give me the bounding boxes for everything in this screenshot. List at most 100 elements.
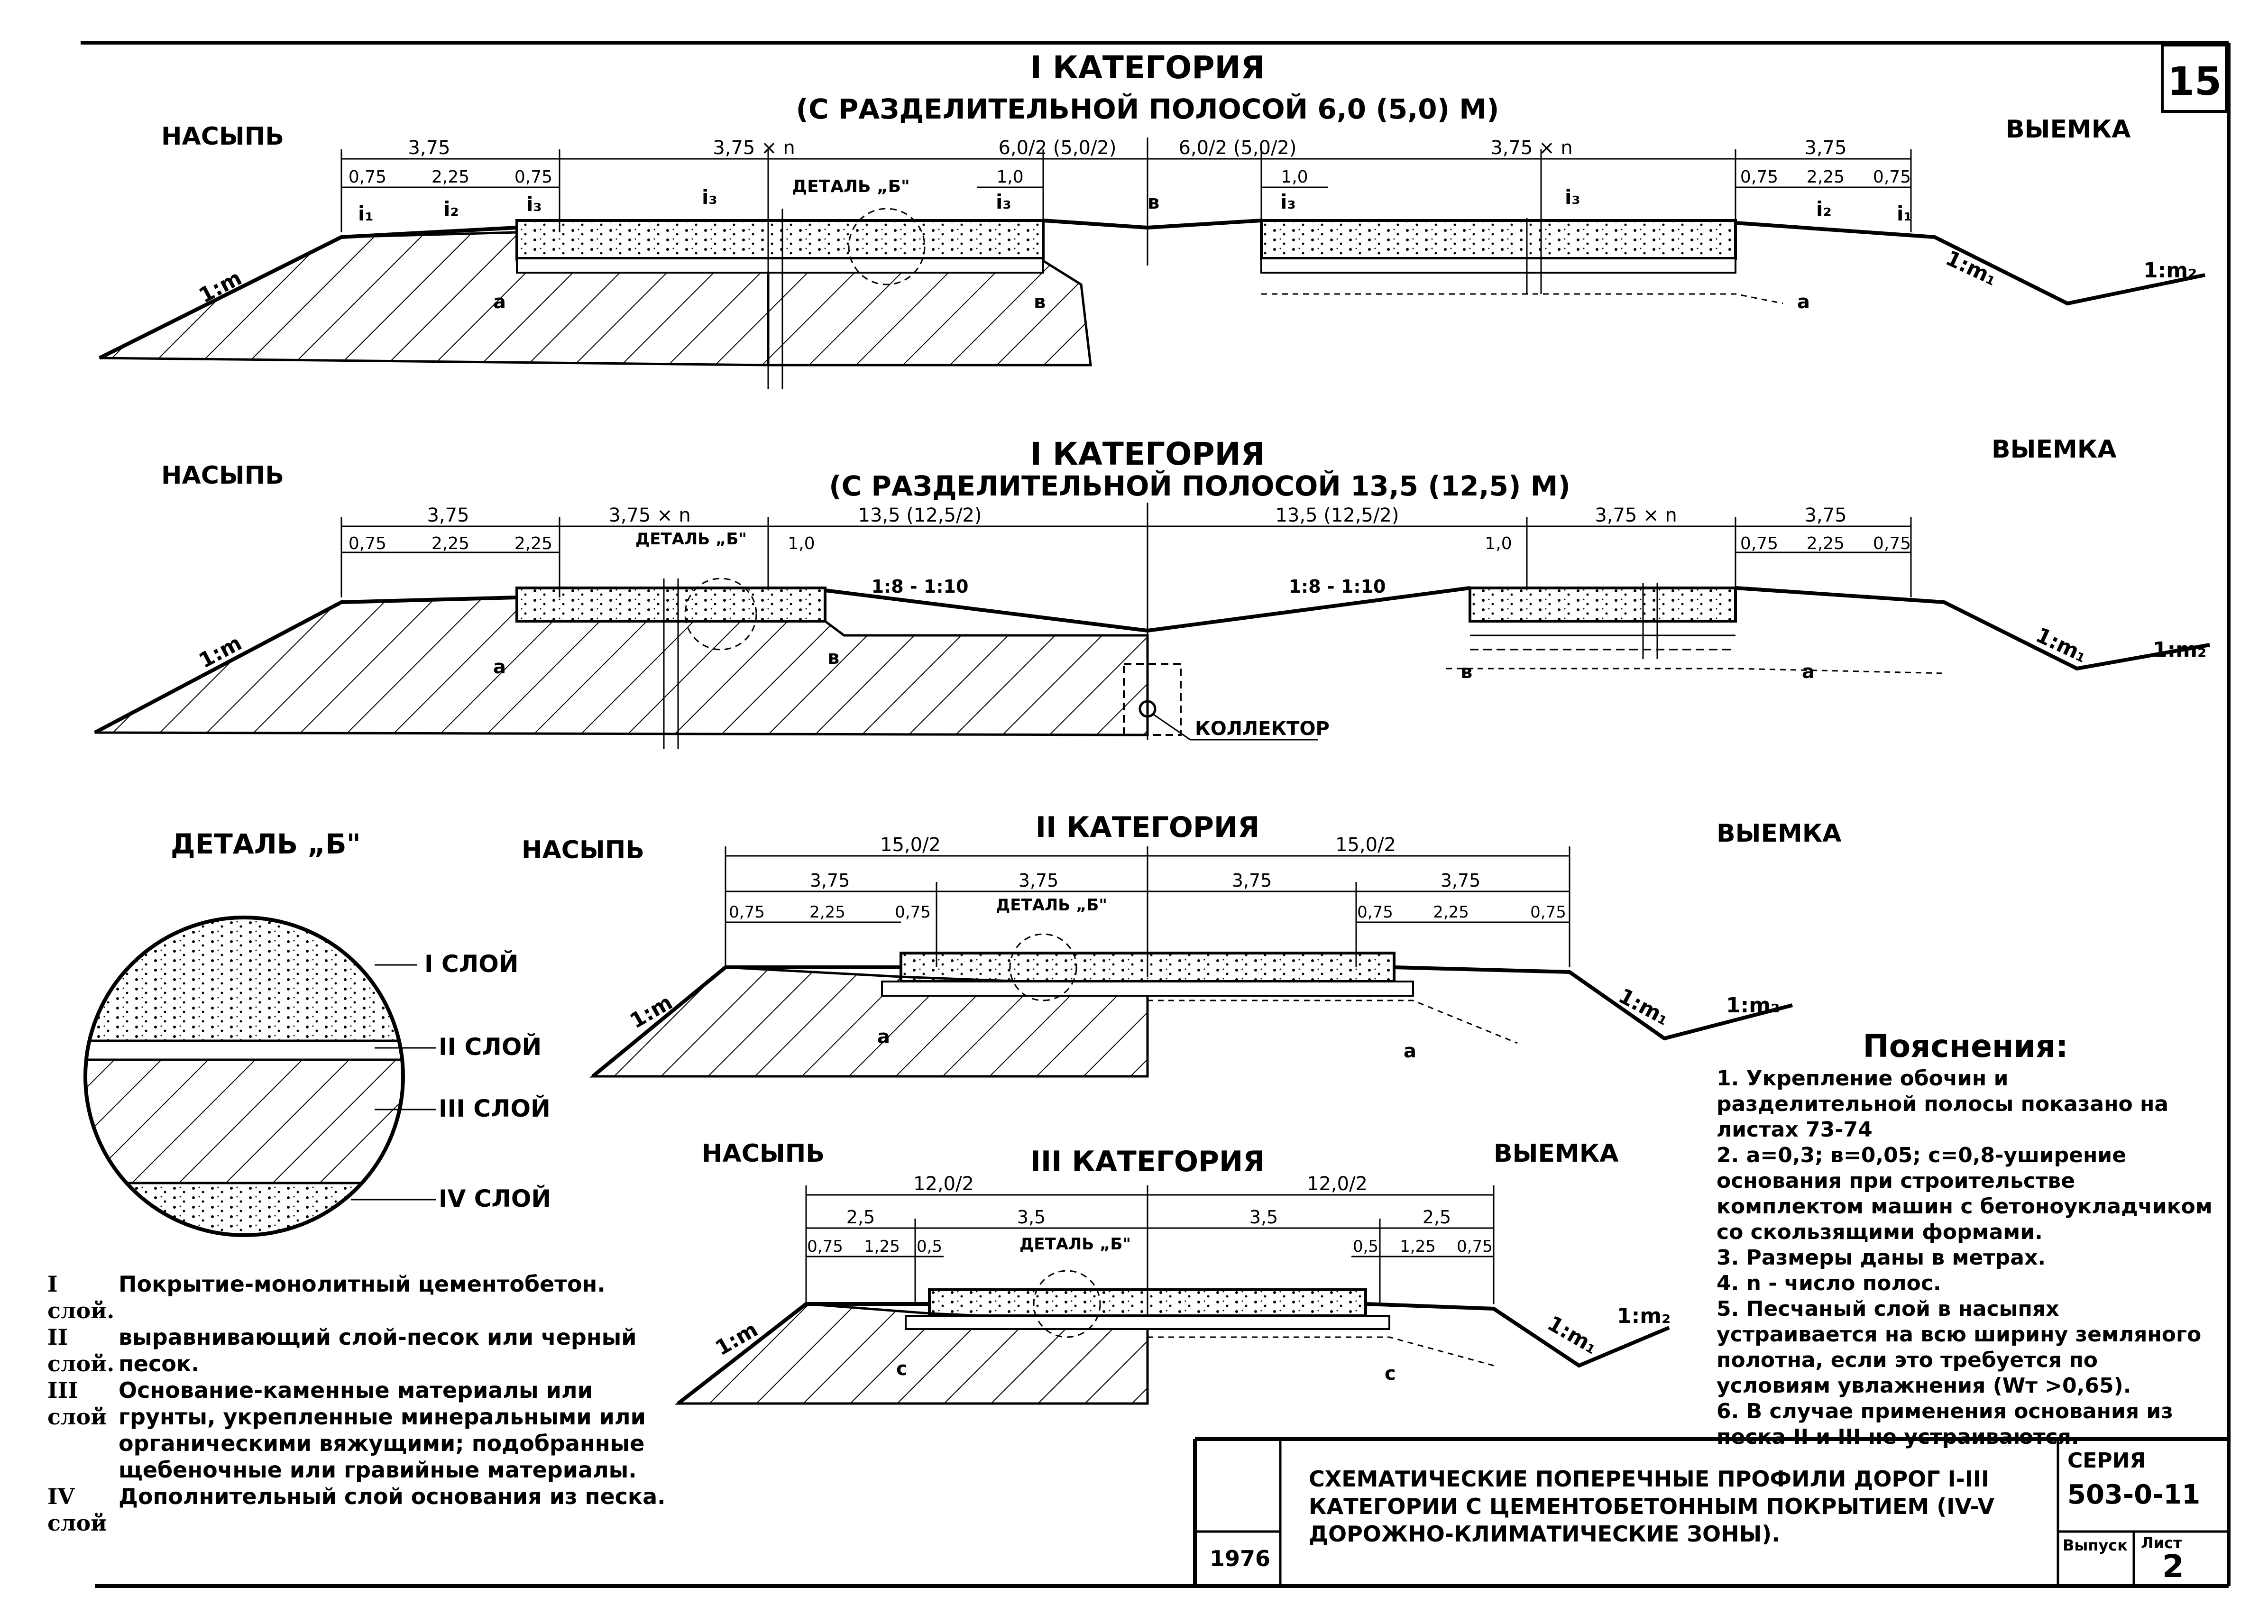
svg-text:6,0/2 (5,0/2): 6,0/2 (5,0/2) bbox=[1178, 137, 1296, 159]
svg-text:i₁: i₁ bbox=[1897, 202, 1912, 225]
svg-text:2,25: 2,25 bbox=[809, 903, 845, 922]
series-label: СЕРИЯ bbox=[2067, 1449, 2146, 1473]
svg-text:0,75: 0,75 bbox=[1873, 167, 1911, 187]
profile-1-pavement-left bbox=[515, 219, 1045, 260]
svg-text:3,5: 3,5 bbox=[1017, 1207, 1046, 1228]
note-item: 6. В случае применения основания из песк… bbox=[1717, 1399, 2173, 1449]
profile-4-right-label: ВЫЕМКА bbox=[1494, 1139, 1619, 1168]
svg-text:1:m₂: 1:m₂ bbox=[1617, 1304, 1671, 1328]
profile-1-title: I КАТЕГОРИЯ bbox=[1030, 49, 1265, 86]
legend-row: II слой. выравнивающий слой-песок или че… bbox=[47, 1324, 637, 1376]
svg-text:1:8 - 1:10: 1:8 - 1:10 bbox=[1289, 576, 1386, 597]
svg-text:I СЛОЙ: I СЛОЙ bbox=[424, 950, 519, 978]
svg-text:0,75: 0,75 bbox=[349, 534, 386, 553]
svg-text:i₂: i₂ bbox=[1816, 197, 1832, 220]
profile-1-pavement-right bbox=[1260, 219, 1737, 260]
svg-text:2,25: 2,25 bbox=[1433, 903, 1469, 922]
svg-text:a: a bbox=[493, 291, 506, 313]
profile-2-detail: ДЕТАЛЬ „Б" bbox=[635, 530, 747, 549]
svg-text:2,5: 2,5 bbox=[846, 1207, 875, 1228]
svg-text:2,25: 2,25 bbox=[514, 534, 552, 553]
profile-3-dims: 15,0/2 15,0/2 3,75 3,75 3,75 3,75 0,75 2… bbox=[729, 834, 1566, 922]
svg-text:1:m₂: 1:m₂ bbox=[2153, 638, 2206, 662]
svg-text:0,75: 0,75 bbox=[1740, 167, 1778, 187]
profile-2: I КАТЕГОРИЯ (С РАЗДЕЛИТЕЛЬНОЙ ПОЛОСОЙ 13… bbox=[94, 435, 2210, 749]
svg-text:a: a bbox=[1802, 661, 1815, 683]
svg-text:2,25: 2,25 bbox=[1807, 167, 1845, 187]
title-block-year: 1976 bbox=[1209, 1546, 1271, 1571]
svg-text:1:m₁: 1:m₁ bbox=[1543, 1311, 1602, 1359]
profile-2-title: I КАТЕГОРИЯ bbox=[1030, 436, 1265, 472]
svg-text:3,75: 3,75 bbox=[408, 137, 450, 159]
svg-text:0,75: 0,75 bbox=[1873, 534, 1911, 553]
svg-text:3,75 × n: 3,75 × n bbox=[608, 505, 690, 526]
svg-text:3,75 × n: 3,75 × n bbox=[1595, 505, 1677, 526]
svg-text:0,75: 0,75 bbox=[895, 903, 931, 922]
svg-text:1,0: 1,0 bbox=[788, 534, 815, 553]
svg-text:1,0: 1,0 bbox=[1281, 167, 1308, 187]
sheet-number: 15 bbox=[2167, 59, 2222, 104]
profile-2-pavement-left bbox=[515, 587, 826, 623]
notes-heading: Пояснения: bbox=[1863, 1028, 2068, 1064]
svg-text:a: a bbox=[493, 656, 506, 678]
profile-1-dims: 3,75 3,75 × n 6,0/2 (5,0/2) 6,0/2 (5,0/2… bbox=[349, 137, 1911, 187]
profile-1-right-label: ВЫЕМКА bbox=[2006, 115, 2131, 144]
svg-text:2,25: 2,25 bbox=[432, 534, 469, 553]
profile-3-left-label: НАСЫПЬ bbox=[522, 836, 644, 864]
profile-4-pavement bbox=[928, 1288, 1367, 1317]
svg-text:12,0/2: 12,0/2 bbox=[913, 1173, 974, 1195]
note-item: 1. Укрепление обочин и разделительной по… bbox=[1717, 1066, 2169, 1142]
profile-2-left-label: НАСЫПЬ bbox=[161, 461, 284, 490]
svg-text:1:m₂: 1:m₂ bbox=[1726, 993, 1780, 1018]
svg-text:13,5 (12,5/2): 13,5 (12,5/2) bbox=[1276, 505, 1399, 526]
detail-b-circle bbox=[83, 916, 405, 1237]
svg-text:15,0/2: 15,0/2 bbox=[1335, 834, 1396, 856]
legend-row: IV слой Дополнительный слой основания из… bbox=[47, 1484, 666, 1536]
svg-text:1,25: 1,25 bbox=[864, 1237, 900, 1256]
layer-legend: I слой. Покрытие-монолитный цементобетон… bbox=[47, 1271, 688, 1536]
svg-text:в: в bbox=[1148, 192, 1159, 213]
svg-text:2,25: 2,25 bbox=[1807, 534, 1845, 553]
profile-2-right-label: ВЫЕМКА bbox=[1992, 435, 2117, 464]
svg-text:i₃: i₃ bbox=[996, 190, 1011, 213]
svg-text:3,75: 3,75 bbox=[1804, 505, 1846, 526]
profile-3: II КАТЕГОРИЯ НАСЫПЬ ВЫЕМКА 15,0/2 15,0/2… bbox=[522, 811, 1842, 1078]
svg-text:III СЛОЙ: III СЛОЙ bbox=[439, 1094, 551, 1122]
svg-text:3,75: 3,75 bbox=[1804, 137, 1846, 159]
svg-text:12,0/2: 12,0/2 bbox=[1307, 1173, 1368, 1195]
svg-text:i₃: i₃ bbox=[702, 185, 717, 209]
profile-2-pavement-right bbox=[1469, 587, 1737, 623]
note-item: 3. Размеры даны в метрах. bbox=[1717, 1246, 2046, 1270]
svg-text:3,5: 3,5 bbox=[1249, 1207, 1278, 1228]
svg-text:2,5: 2,5 bbox=[1423, 1207, 1451, 1228]
legend-row: I слой. Покрытие-монолитный цементобетон… bbox=[47, 1271, 606, 1323]
svg-text:i₁: i₁ bbox=[358, 202, 374, 225]
svg-text:0,75: 0,75 bbox=[349, 167, 386, 187]
profile-3-title: II КАТЕГОРИЯ bbox=[1036, 811, 1260, 844]
sheet-value: 2 bbox=[2162, 1548, 2184, 1585]
sheet-label: Лист bbox=[2141, 1534, 2182, 1552]
svg-text:3,75: 3,75 bbox=[810, 870, 850, 891]
title-block-title: СХЕМАТИЧЕСКИЕ ПОПЕРЕЧНЫЕ ПРОФИЛИ ДОРОГ I… bbox=[1309, 1466, 1995, 1547]
svg-text:13,5 (12,5/2): 13,5 (12,5/2) bbox=[858, 505, 982, 526]
svg-text:II СЛОЙ: II СЛОЙ bbox=[439, 1033, 542, 1061]
legend-row: III слой Основание-каменные материалы ил… bbox=[47, 1377, 646, 1483]
svg-text:3,75: 3,75 bbox=[1019, 870, 1059, 891]
profile-4-left-label: НАСЫПЬ bbox=[702, 1139, 825, 1168]
detail-b-title: ДЕТАЛЬ „Б" bbox=[171, 828, 361, 860]
svg-text:1:m₁: 1:m₁ bbox=[1942, 246, 2001, 291]
svg-text:в: в bbox=[1034, 291, 1046, 313]
svg-text:1:8 - 1:10: 1:8 - 1:10 bbox=[872, 576, 969, 597]
profile-2-collector: КОЛЛЕКТОР bbox=[1195, 718, 1330, 740]
profile-1: I КАТЕГОРИЯ (С РАЗДЕЛИТЕЛЬНОЙ ПОЛОСОЙ 6,… bbox=[99, 49, 2205, 389]
svg-text:0,75: 0,75 bbox=[514, 167, 552, 187]
profile-3-pavement bbox=[900, 952, 1396, 983]
profile-4-dims: 12,0/2 12,0/2 2,5 3,5 3,5 2,5 0,75 1,25 … bbox=[807, 1173, 1493, 1256]
svg-text:3,75: 3,75 bbox=[427, 505, 469, 526]
svg-text:i₃: i₃ bbox=[526, 193, 542, 216]
svg-text:0,75: 0,75 bbox=[807, 1237, 843, 1256]
svg-text:3,75 × n: 3,75 × n bbox=[1490, 137, 1572, 159]
svg-text:0,75: 0,75 bbox=[1357, 903, 1393, 922]
